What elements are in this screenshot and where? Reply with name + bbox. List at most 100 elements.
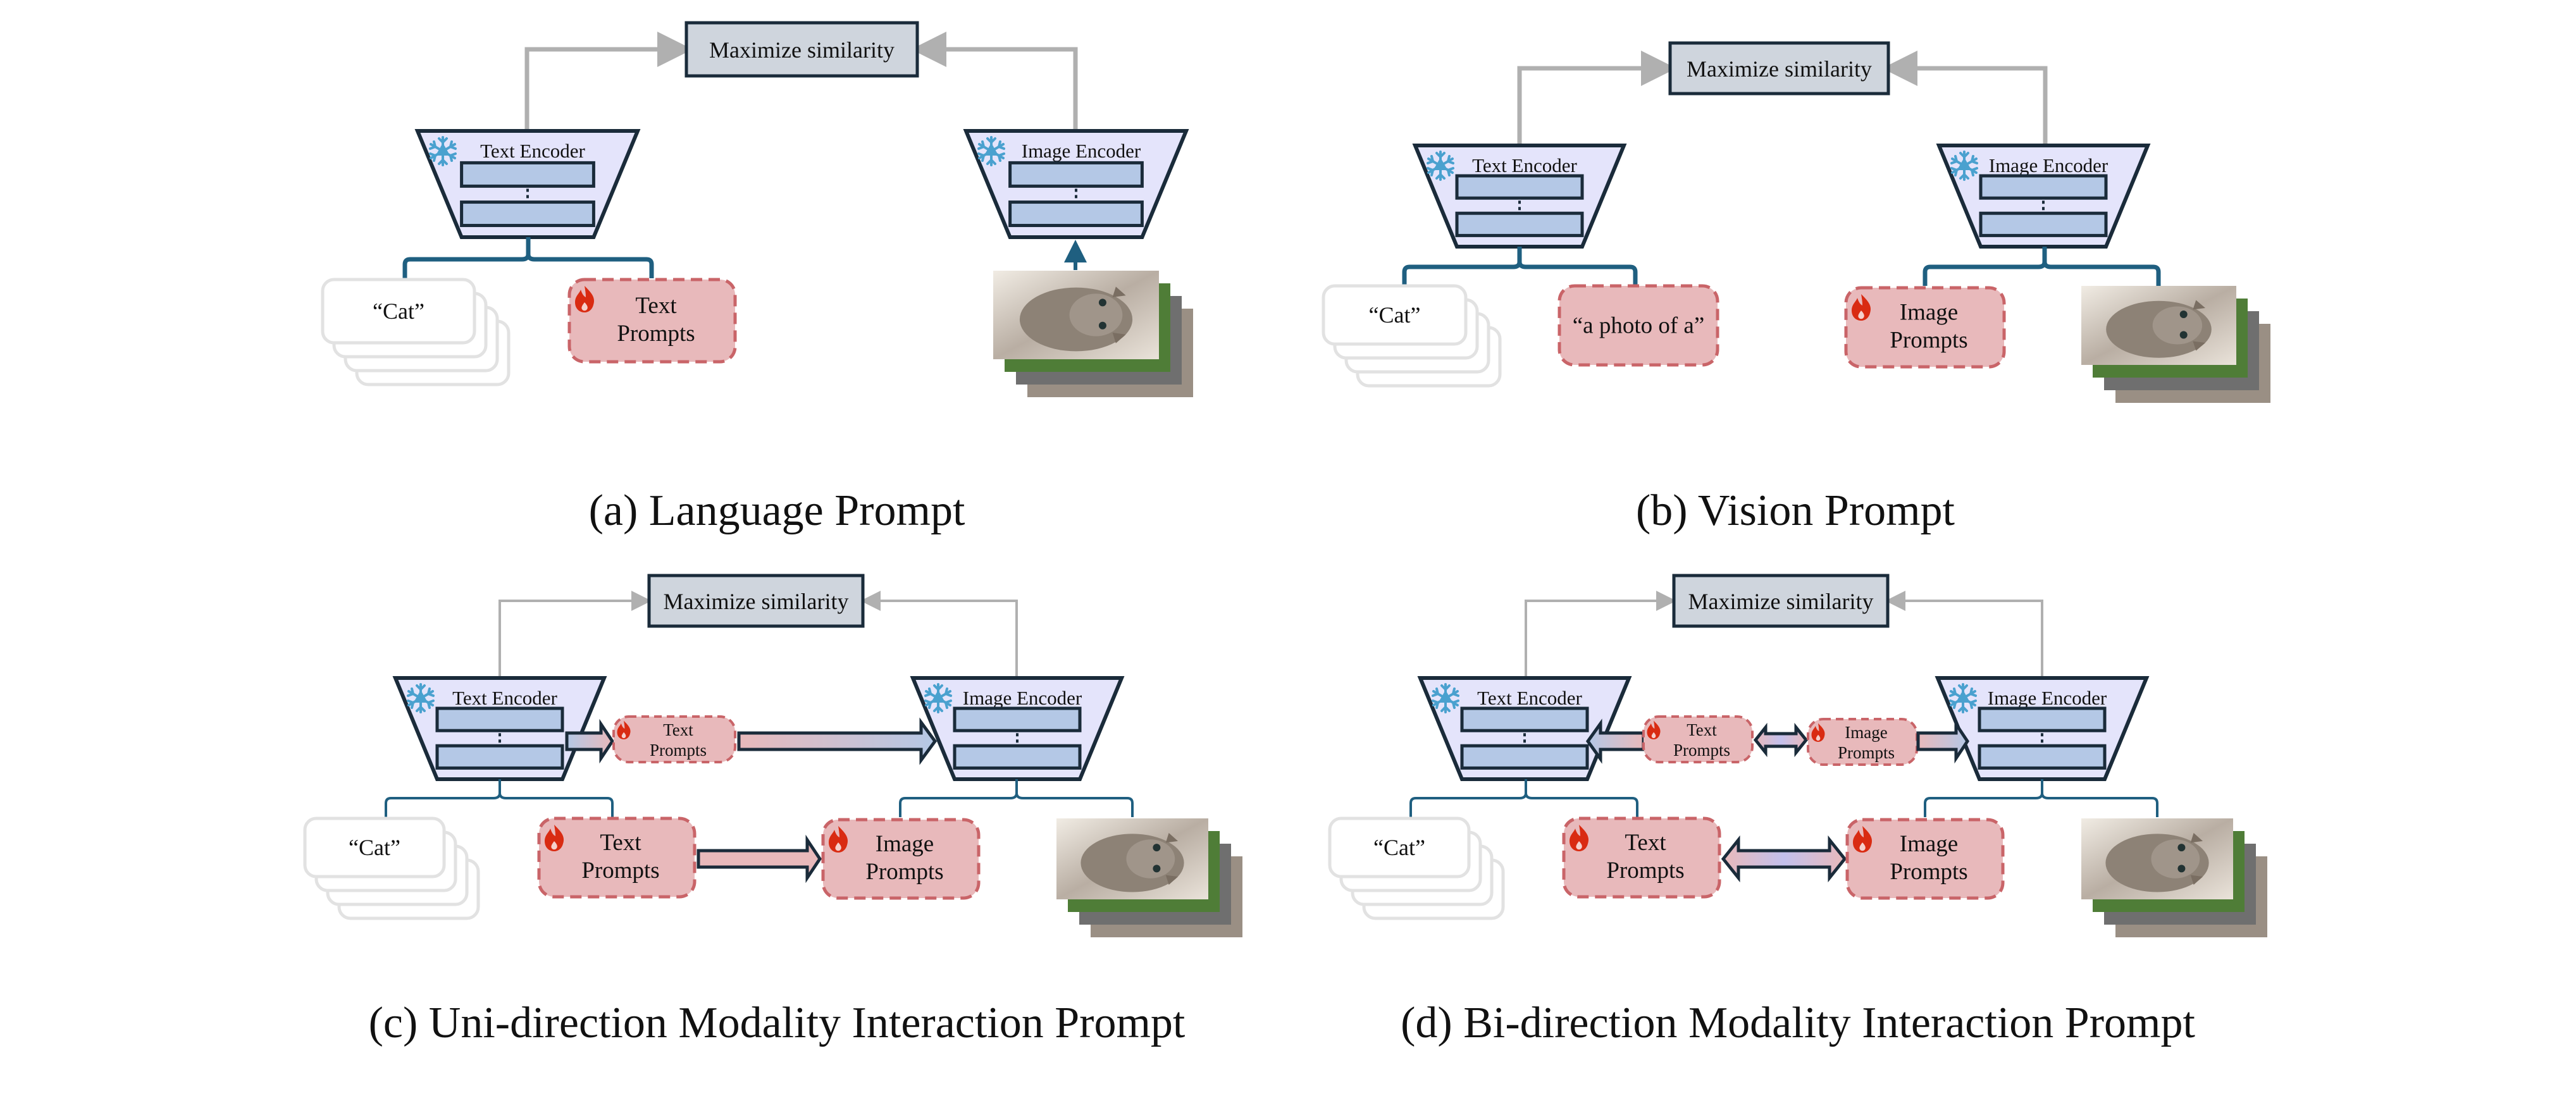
encoder-layer	[460, 200, 595, 228]
encoder-layer	[953, 744, 1082, 770]
encoder-layer	[1978, 744, 2107, 770]
input-image-stack	[993, 271, 1193, 397]
image-prompts-label-line2: Prompts	[865, 859, 943, 885]
similarity-arrow-left	[1517, 51, 1676, 145]
text-encoder-label: Text Encoder	[1477, 687, 1582, 709]
image-prompts-label-line1: Image	[876, 831, 934, 857]
image-encoder: Image Encoder	[963, 129, 1189, 239]
similarity-box: Maximize similarity	[1672, 574, 1890, 628]
encoder-layer	[1979, 174, 2108, 200]
prompt-to-image-encoder-arrow	[1916, 718, 1970, 764]
cat-head	[2152, 306, 2203, 345]
text-encoder: Text Encoder	[1417, 676, 1632, 781]
similarity-arrow-right	[911, 32, 1078, 131]
similarity-arrow-left	[1525, 591, 1676, 678]
connector-left	[402, 237, 531, 278]
similarity-label: Maximize similarity	[709, 37, 895, 63]
cat-eye	[2179, 311, 2188, 318]
text-prompts-label-line2: Prompts	[581, 858, 659, 884]
encoder-layer	[1978, 706, 2107, 732]
input-image-stack	[1056, 818, 1242, 937]
similarity-label: Maximize similarity	[664, 589, 849, 614]
encoder-layer	[1008, 161, 1144, 188]
encoder-layer	[1979, 211, 2108, 237]
caption-d: (d) Bi-direction Modality Interaction Pr…	[1401, 999, 2195, 1047]
encoder-layer	[1008, 200, 1144, 228]
similarity-box: Maximize similarity	[1668, 41, 1890, 96]
cat-photo	[993, 271, 1159, 359]
connector-right	[2042, 261, 2161, 286]
encoder-layer	[953, 706, 1082, 732]
mid-text-prompts-label-line1: Text	[663, 720, 693, 739]
text-encoder-label: Text Encoder	[452, 687, 557, 709]
similarity-label: Maximize similarity	[1688, 589, 1874, 614]
cat-eye	[1098, 299, 1106, 307]
mid-image-prompts-rect	[1807, 718, 1918, 766]
text-encoder: Text Encoder	[392, 676, 607, 781]
similarity-box: Maximize similarity	[647, 574, 865, 628]
cat-ear	[2193, 300, 2205, 310]
similarity-box-rect	[647, 574, 865, 628]
connector-left	[1402, 247, 1522, 286]
mid-text-prompts-rect	[1642, 715, 1754, 763]
image-prompts-label-line1: Image	[1900, 300, 1958, 326]
cat-head	[1069, 293, 1123, 336]
class-token-stack: “Cat”	[1328, 816, 1505, 920]
cat-eye	[2179, 331, 2188, 339]
image-prompts-rect	[1845, 818, 2005, 900]
similarity-arrow-right	[1885, 591, 2043, 678]
image-encoder: Image Encoder	[910, 676, 1125, 781]
encoder-layer	[1455, 211, 1584, 237]
cat-eye	[2177, 865, 2186, 873]
connector-right	[2041, 792, 2158, 817]
cat-head	[1126, 839, 1175, 878]
caption-c: (c) Uni-direction Modality Interaction P…	[369, 999, 1186, 1047]
image-encoder-label: Image Encoder	[1988, 687, 2107, 709]
cat-ear	[1112, 333, 1126, 343]
mid-bidirectional-arrow	[1753, 722, 1809, 758]
cat-eye	[2177, 844, 2186, 852]
text-prompts-label-line1: Text	[600, 830, 641, 856]
class-token-card	[321, 278, 476, 345]
text-prompts-label-line2: Prompts	[1606, 858, 1684, 884]
mid-image-prompts-label-line2: Prompts	[1838, 743, 1895, 762]
caption-a: (a) Language Prompt	[589, 486, 965, 535]
image-prompts-label-line1: Image	[1900, 831, 1958, 857]
connector-left	[385, 779, 501, 817]
similarity-box-rect	[1668, 41, 1890, 96]
class-token-card	[1328, 816, 1471, 878]
connector-right	[498, 792, 614, 817]
class-token-card	[1322, 284, 1468, 346]
similarity-arrow-right	[1882, 51, 2048, 145]
encoder-layer	[1455, 174, 1584, 200]
similarity-box-rect	[684, 21, 919, 78]
image-prompts-rect	[1844, 286, 2006, 369]
text-prompts-rect	[567, 278, 737, 364]
class-token-card	[303, 816, 446, 878]
bidirectional-prompt-arrow	[1721, 835, 1847, 883]
image-encoder-label: Image Encoder	[963, 687, 1082, 709]
input-image-stack	[2081, 818, 2267, 937]
similarity-box: Maximize similarity	[684, 21, 919, 78]
cat-ear	[1165, 833, 1178, 843]
cat-ear	[2190, 833, 2203, 843]
text-prompts-rect	[1562, 816, 1721, 899]
similarity-label: Maximize similarity	[1687, 56, 1872, 82]
image-encoder-label: Image Encoder	[1022, 140, 1141, 162]
image-prompts-label-line2: Prompts	[1890, 859, 1967, 885]
image-prompts-label-line2: Prompts	[1890, 328, 1967, 354]
similarity-arrow-left	[524, 32, 693, 131]
cat-eye	[1098, 321, 1106, 330]
cat-photo	[2081, 286, 2236, 365]
image-encoder: Image Encoder	[1936, 144, 2151, 249]
connector-left	[1924, 779, 2043, 817]
text-prompts-label-line2: Prompts	[617, 321, 695, 347]
similarity-arrow-left	[498, 591, 652, 678]
